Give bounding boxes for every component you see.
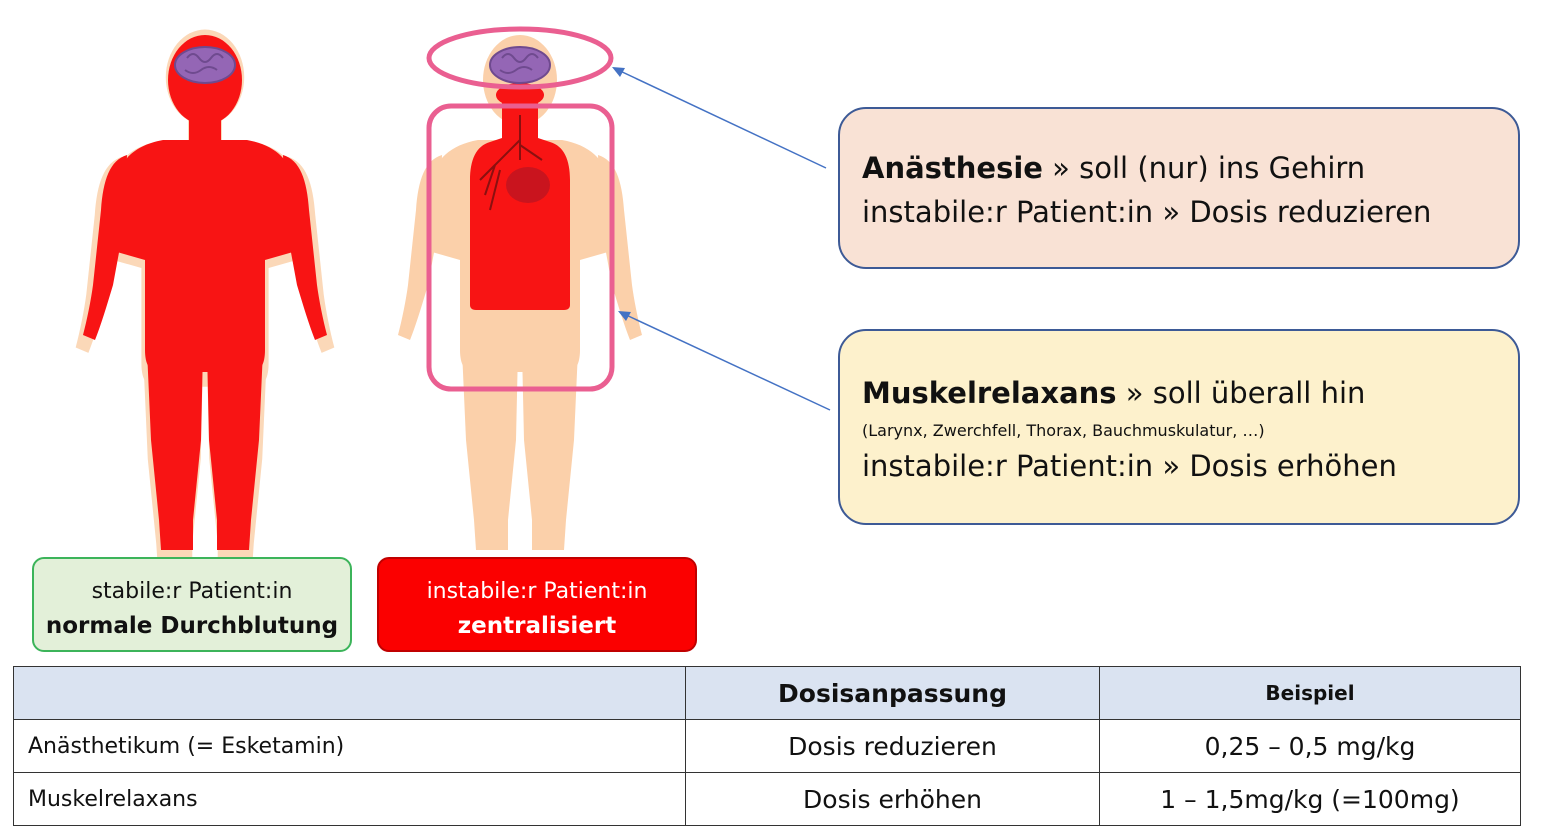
blood-fill [83,35,327,550]
label-strong-line: zentralisiert [457,613,617,639]
callout-text: » soll (nur) ins Gehirn [1042,151,1366,185]
brain-icon [174,46,236,84]
label-line: stabile:r Patient:in [91,579,293,604]
table-cell: Dosis reduzieren [685,719,1100,773]
table-cell: Dosis erhöhen [685,772,1100,826]
table-header-row: Dosisanpassung Beispiel [13,666,1521,720]
arrow-to-torso [623,313,831,411]
table-cell: 0,25 – 0,5 mg/kg [1099,719,1521,773]
table-row: Anästhetikum (= Esketamin) Dosis reduzie… [13,719,1521,773]
label-line: instabile:r Patient:in [426,579,648,604]
table-cell: Muskelrelaxans [13,772,686,826]
table-cell: Anästhetikum (= Esketamin) [13,719,686,773]
muskelrelaxans-callout: Muskelrelaxans » soll überall hin (Laryn… [838,329,1520,525]
callout-title: Anästhesie [862,151,1043,185]
lung-vessels-icon [479,115,543,211]
arrow-to-brain [617,69,827,169]
table-header-cell: Beispiel [1099,666,1521,720]
brain-highlight-ellipse [426,26,614,90]
brain-icon [489,46,551,84]
table-header-cell [13,666,686,720]
unstable-patient-figure [398,35,642,550]
stable-patient-label: stabile:r Patient:in normale Durchblutun… [32,557,352,652]
table-header-cell: Dosisanpassung [685,666,1100,720]
unstable-patient-label: instabile:r Patient:in zentralisiert [377,557,697,652]
table-row: Muskelrelaxans Dosis erhöhen 1 – 1,5mg/k… [13,772,1521,826]
callout-text: » soll überall hin [1116,376,1366,410]
torso-highlight-rect [426,103,615,392]
arrow-head-icon [618,311,631,321]
callout-title: Muskelrelaxans [862,376,1117,410]
callout-dose-line: instabile:r Patient:in » Dosis erhöhen [862,449,1397,483]
table-cell: 1 – 1,5mg/kg (=100mg) [1099,772,1521,826]
callout-dose-line: instabile:r Patient:in » Dosis reduziere… [862,195,1432,229]
anaesthesie-callout: Anästhesie » soll (nur) ins Gehirn insta… [838,107,1520,269]
dosage-table: Dosisanpassung Beispiel Anästhetikum (= … [13,666,1521,826]
arrow-head-icon [612,67,625,77]
label-strong-line: normale Durchblutung [45,613,339,639]
callout-note: (Larynx, Zwerchfell, Thorax, Bauchmuskul… [862,421,1265,440]
stable-patient-figure [75,29,335,576]
heart-icon [506,167,550,203]
